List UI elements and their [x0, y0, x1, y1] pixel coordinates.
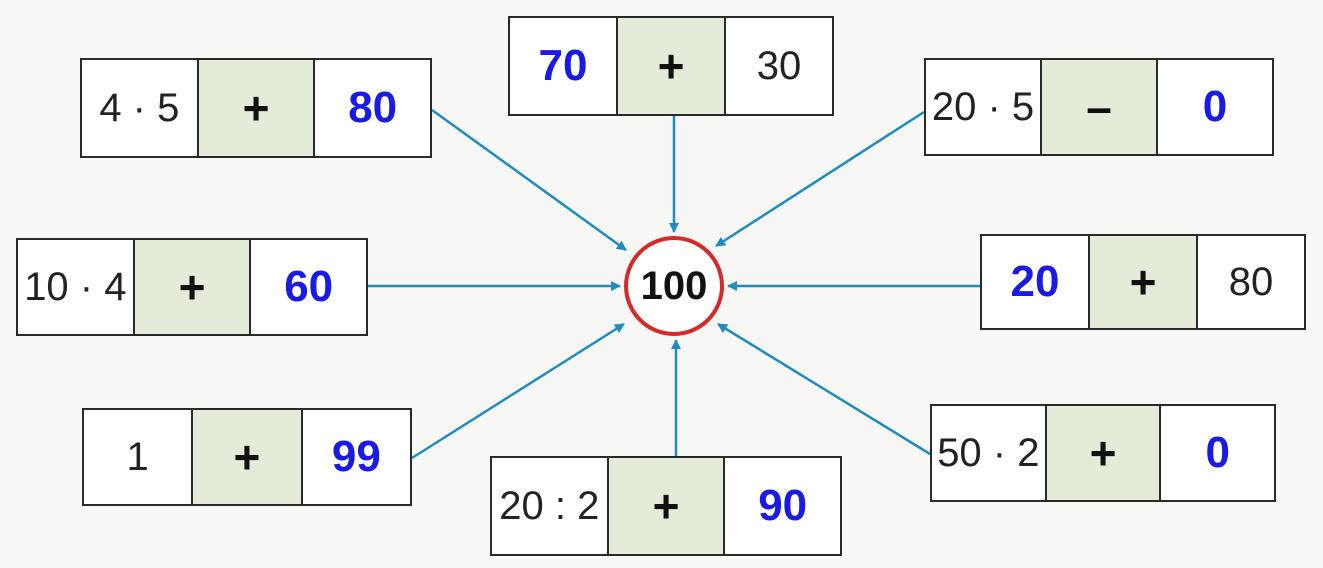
operator-cell: +	[1088, 236, 1196, 328]
answer-cell: 0	[1159, 406, 1274, 500]
answer-cell: 70	[538, 41, 588, 90]
arrow-top-left	[431, 108, 627, 252]
answer-cell: 20	[1010, 257, 1060, 306]
operator-cell: +	[616, 18, 724, 114]
equation-card-bottom-left: 1 + 99	[82, 408, 412, 506]
center-value-circle: 100	[624, 236, 724, 336]
answer-cell: 99	[300, 410, 410, 504]
operator-cell: +	[196, 60, 314, 156]
arrow-bottom-right	[717, 322, 931, 456]
equation-card-top-left: 4 · 5 + 80	[80, 58, 432, 158]
term-cell: 10 · 4	[24, 264, 127, 309]
term-cell: 20 : 2	[499, 483, 600, 528]
arrow-bottom-left	[411, 322, 625, 460]
term-cell: 4 · 5	[99, 85, 180, 130]
term-cell: 80	[1196, 236, 1304, 328]
equation-card-left: 10 · 4 + 60	[16, 238, 368, 336]
operator-cell: +	[191, 410, 301, 504]
answer-cell: 0	[1156, 60, 1272, 154]
equation-card-right: 20 + 80	[980, 234, 1306, 330]
answer-cell: 90	[723, 458, 840, 554]
equation-card-bottom: 20 : 2 + 90	[490, 456, 842, 556]
center-value: 100	[640, 263, 708, 308]
operator-cell: +	[606, 458, 724, 554]
operator-cell: +	[132, 240, 250, 334]
answer-cell: 80	[313, 60, 430, 156]
answer-cell: 60	[249, 240, 366, 334]
operator-cell: +	[1044, 406, 1160, 500]
equation-card-bottom-right: 50 · 2 + 0	[930, 404, 1276, 502]
term-cell: 30	[724, 18, 832, 114]
equation-card-top-right: 20 · 5 – 0	[924, 58, 1274, 156]
operator-cell: –	[1040, 60, 1156, 154]
term-cell: 50 · 2	[937, 430, 1040, 475]
equation-card-top: 70 + 30	[508, 16, 834, 116]
arrow-top-right	[715, 110, 925, 248]
term-cell: 1	[126, 434, 149, 479]
term-cell: 20 · 5	[931, 84, 1035, 129]
